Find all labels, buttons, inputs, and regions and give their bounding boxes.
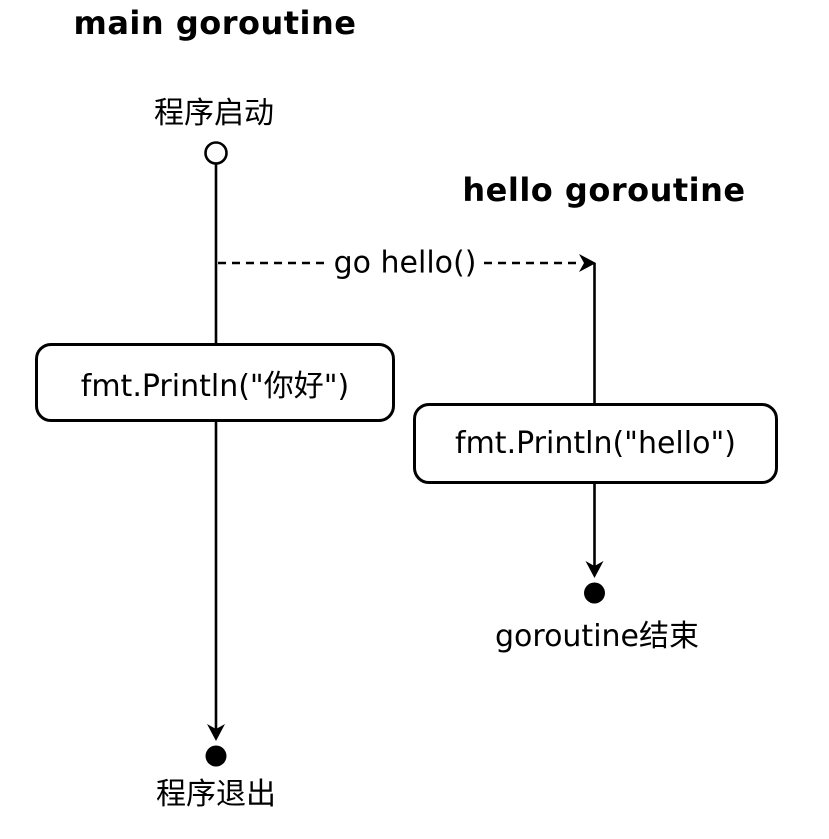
hello-lifeline-arrowhead-icon bbox=[585, 561, 604, 578]
spawn-arrowhead-icon bbox=[579, 254, 596, 272]
main-goroutine-title: main goroutine bbox=[73, 4, 357, 42]
main-action-box: fmt.Println("你好") bbox=[35, 343, 395, 422]
main-end-circle bbox=[205, 745, 227, 767]
main-start-label: 程序启动 bbox=[154, 96, 274, 131]
main-action-label: fmt.Println("你好") bbox=[80, 368, 350, 404]
main-end-label: 程序退出 bbox=[156, 777, 276, 812]
hello-goroutine-title: hello goroutine bbox=[462, 171, 746, 209]
main-start-circle bbox=[204, 141, 228, 165]
hello-action-box: fmt.Println("hello") bbox=[413, 403, 778, 484]
hello-end-circle bbox=[584, 582, 605, 604]
hello-action-label: fmt.Println("hello") bbox=[455, 426, 736, 461]
main-lifeline-arrowhead-icon bbox=[207, 724, 225, 741]
hello-end-label: goroutine结束 bbox=[494, 619, 700, 654]
spawn-arrow-label: go hello() bbox=[327, 245, 483, 281]
